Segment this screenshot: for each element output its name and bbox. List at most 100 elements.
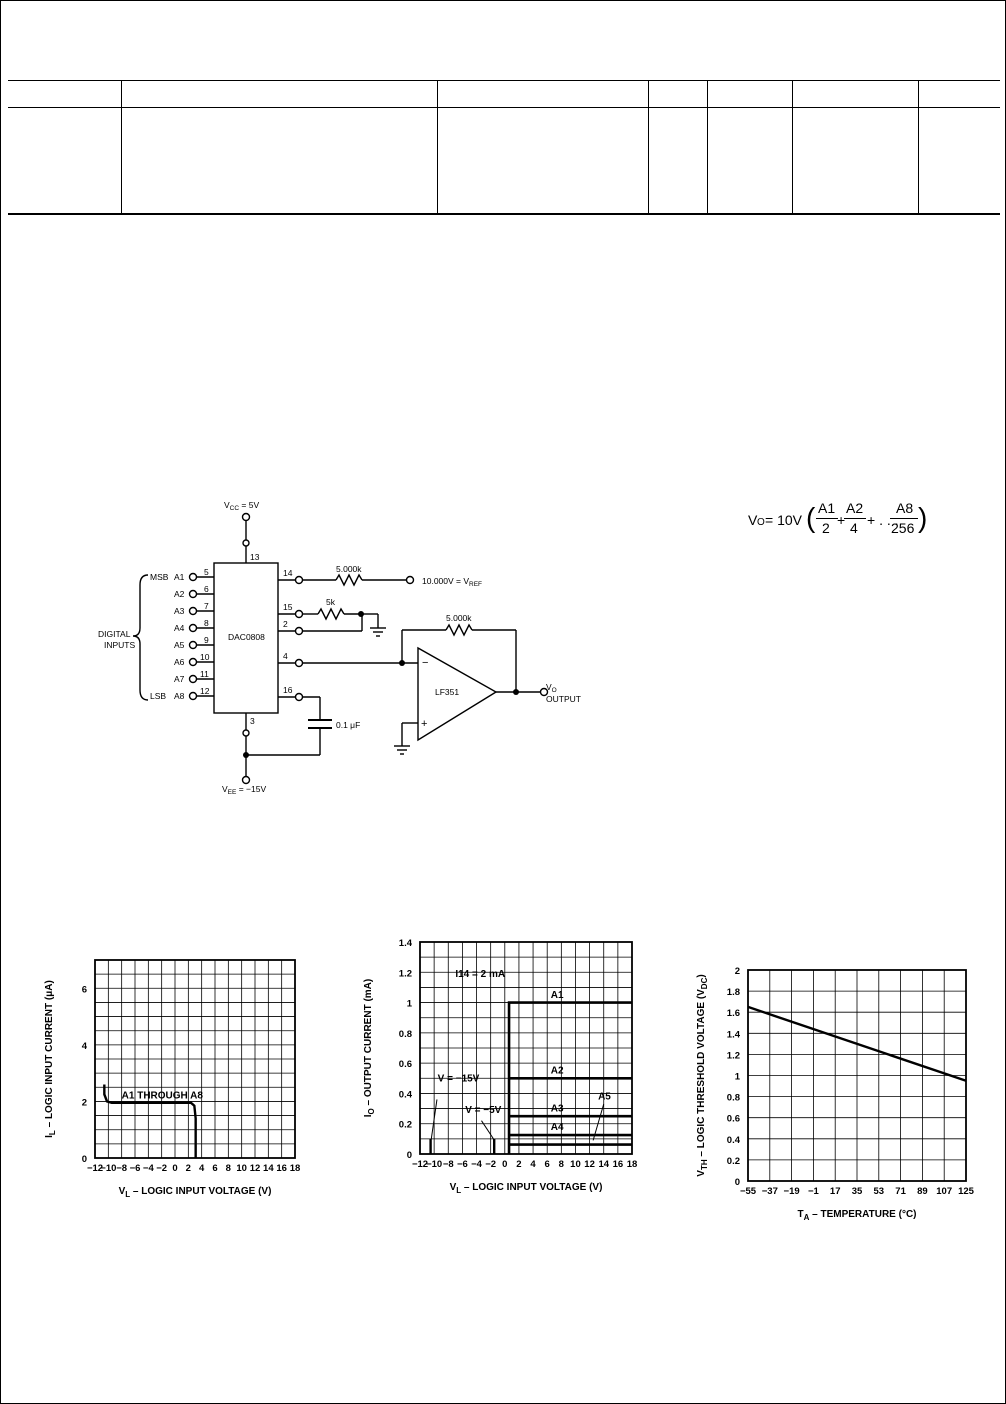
annotation-leader <box>430 1099 438 1139</box>
ic-name: DAC0808 <box>228 632 265 642</box>
x-tick-label: −8 <box>443 1159 454 1170</box>
series-label: A5 <box>598 1091 611 1102</box>
y-tick-label: 0.2 <box>399 1120 412 1131</box>
series-label: A1 <box>551 990 564 1001</box>
y-axis-label: VTH – LOGIC THRESHOLD VOLTAGE (VDC) <box>696 974 709 1176</box>
formula-lparen: ( <box>806 502 816 533</box>
capacitor-label: 0.1 μF <box>336 720 360 730</box>
formula-den-2: 4 <box>850 520 858 536</box>
y-tick-label: 0.8 <box>399 1029 412 1040</box>
pin-number: 12 <box>200 686 210 696</box>
x-tick-label: −12 <box>87 1163 103 1174</box>
table-bottom-rule <box>8 213 1000 215</box>
x-tick-label: 12 <box>584 1159 595 1170</box>
pin-number: 8 <box>204 618 209 628</box>
x-tick-label: −12 <box>412 1159 428 1170</box>
input-label-a3: A3 <box>174 606 185 616</box>
fraction-bar <box>816 518 838 519</box>
annotation-label: V = −15V <box>438 1073 480 1084</box>
x-tick-label: 8 <box>226 1163 231 1174</box>
x-tick-label: −8 <box>116 1163 127 1174</box>
y-tick-label: 0.8 <box>727 1093 740 1104</box>
vcc-label: VCC = 5V <box>224 500 259 512</box>
series-line <box>507 1001 632 1154</box>
lf351-opamp <box>417 646 498 742</box>
x-tick-label: 17 <box>830 1186 841 1197</box>
r-5k-resistor <box>317 607 345 621</box>
series-label: A2 <box>551 1066 564 1077</box>
plot-frame <box>419 941 633 1155</box>
input-label-a5: A5 <box>174 640 185 650</box>
digital-inputs-brace <box>132 574 149 701</box>
y-tick-label: 1.2 <box>727 1050 740 1061</box>
pin13-node <box>242 539 250 547</box>
series-label: A4 <box>551 1122 564 1133</box>
x-tick-label: 107 <box>936 1186 952 1197</box>
x-tick-label: 125 <box>958 1186 975 1197</box>
vcc-terminal <box>241 512 251 522</box>
vref-terminal <box>405 575 415 585</box>
y-tick-label: 2 <box>735 966 740 977</box>
input-label-a7: A7 <box>174 674 185 684</box>
x-tick-label: 10 <box>236 1163 247 1174</box>
plot-frame <box>747 969 967 1182</box>
y-tick-label: 1.6 <box>727 1008 740 1019</box>
table-col-divider <box>437 80 438 214</box>
x-tick-label: 16 <box>276 1163 287 1174</box>
x-axis-label: TA – TEMPERATURE (°C) <box>797 1209 916 1222</box>
formula-den-3: 256 <box>891 520 915 536</box>
y-tick-label: 1 <box>735 1072 741 1083</box>
fraction-bar <box>890 518 918 519</box>
x-tick-label: −19 <box>784 1186 800 1197</box>
parameter-table <box>8 80 1000 215</box>
x-tick-label: −2 <box>156 1163 167 1174</box>
y-tick-label: 0.4 <box>727 1135 741 1146</box>
y-tick-label: 1 <box>407 999 413 1010</box>
x-tick-label: 16 <box>613 1159 624 1170</box>
y-tick-label: 1.8 <box>727 987 740 998</box>
x-tick-label: −4 <box>143 1163 155 1174</box>
dac-circuit-schematic: VCC = 5V VEE = −15V DAC0808 LF351 MSB LS… <box>98 500 581 796</box>
vee-label: VEE = −15V <box>222 784 266 796</box>
y-axis-label: IL – LOGIC INPUT CURRENT (μA) <box>44 980 57 1138</box>
fraction-bar <box>844 518 866 519</box>
pin3-node <box>242 729 250 737</box>
pin-number: 10 <box>200 652 210 662</box>
input-label-a4: A4 <box>174 623 185 633</box>
formula-rparen: ) <box>918 502 928 533</box>
formula-lhs-v: V <box>748 512 758 528</box>
junction-dot <box>399 660 405 666</box>
digital-label: DIGITAL <box>98 629 131 639</box>
opamp-plus: + <box>421 718 427 730</box>
pin-number: 6 <box>204 584 209 594</box>
x-tick-label: −6 <box>130 1163 141 1174</box>
r-feedback-label: 5.000k <box>446 613 472 623</box>
y-tick-label: 1.4 <box>399 938 413 949</box>
x-tick-label: 8 <box>559 1159 564 1170</box>
series-label: A1 THROUGH A8 <box>122 1091 204 1102</box>
y-tick-label: 1.4 <box>727 1029 741 1040</box>
pin-number: 7 <box>204 601 209 611</box>
x-tick-label: −10 <box>100 1163 116 1174</box>
input-label-a1: A1 <box>174 572 185 582</box>
junction-dot <box>358 611 364 617</box>
y-tick-label: 0 <box>407 1150 412 1161</box>
vref-label: 10.000V = VREF <box>422 576 482 588</box>
pin-number: 15 <box>283 602 293 612</box>
x-tick-label: 4 <box>199 1163 205 1174</box>
y-tick-label: 0 <box>735 1177 740 1188</box>
vo-output-terminal <box>539 687 549 697</box>
x-tick-label: 89 <box>917 1186 928 1197</box>
x-tick-label: 2 <box>186 1163 191 1174</box>
opamp-name: LF351 <box>435 687 459 697</box>
pin-number: 13 <box>250 552 260 562</box>
y-tick-label: 1.2 <box>399 968 412 979</box>
x-tick-label: 6 <box>545 1159 550 1170</box>
y-tick-label: 0.4 <box>399 1089 413 1100</box>
y-tick-label: 0 <box>82 1154 87 1165</box>
formula-ellipsis: + . . . <box>867 512 899 528</box>
series-line <box>103 1084 197 1158</box>
x-tick-label: 0 <box>502 1159 507 1170</box>
pin-number: 4 <box>283 651 288 661</box>
